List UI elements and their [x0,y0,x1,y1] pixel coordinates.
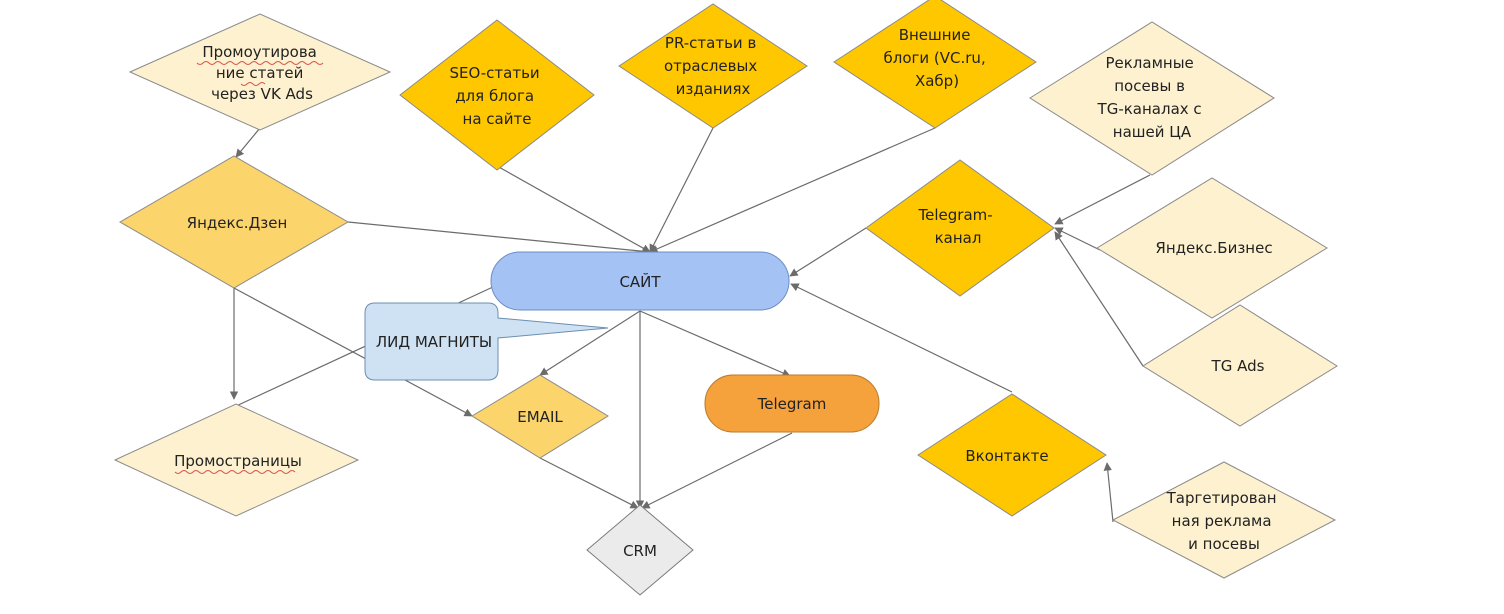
node-external-blogs: Внешние блоги (VC.ru, Хабр) [833,0,1037,129]
yandex-zen-label: Яндекс.Дзен [187,214,288,232]
node-yandex-zen: Яндекс.Дзен [119,155,349,289]
edge-yandex-zen-to-email [233,287,473,417]
diamond-shape [917,393,1107,517]
edge-pr-to-site [649,127,714,253]
edge-telegram-bot-to-crm [641,432,793,509]
node-seo-articles: SEO-статьи для блога на сайте [399,19,595,171]
targeted-ads-label: Таргетирован ная реклама и посевы [1166,489,1282,553]
crm-label: CRM [623,542,657,560]
edge-seo-to-site [496,165,651,253]
node-targeted-ads: Таргетирован ная реклама и посевы [1111,461,1337,579]
node-telegram-bot: Telegram [704,374,880,433]
edge-targeted-to-vkontakte [1103,462,1114,523]
diamond-shape [113,403,360,517]
edge-tg-channel-to-site [789,227,867,277]
node-pr-articles: PR-статьи в отраслевых изданиях [618,3,808,129]
diamond-shape [618,3,808,129]
diamond-shape [586,504,694,596]
site-label: САЙТ [619,272,661,291]
node-tg-seeding: Рекламные посевы в TG-каналах с нашей ЦА [1029,21,1275,176]
telegram-bot-pill [704,374,880,433]
pr-articles-label: PR-статьи в отраслевых изданиях [664,34,762,98]
edge-tg-ads-to-tg-channel [1054,231,1144,367]
diamond-shape [1096,177,1328,319]
tg-seeding-label: Рекламные посевы в TG-каналах с нашей ЦА [1097,54,1207,141]
edge-site-to-email [539,310,641,376]
edge-yandex-business-to-tg-channel [1054,227,1101,251]
diamond-shape [399,19,595,171]
spellcheck-underline [196,61,324,65]
node-telegram-channel: Telegram- канал [865,159,1055,297]
telegram-bot-label: Telegram [757,395,827,413]
edge-vk-promo-to-yandex-zen [235,127,261,158]
node-crm: CRM [586,504,694,596]
diamond-shape [471,374,609,459]
diamond-shape [1142,304,1338,427]
edge-vkontakte-to-site [790,283,1013,393]
diamond-shape [128,13,392,131]
telegram-channel-label: Telegram- канал [918,206,998,247]
diamond-shape [1029,21,1275,176]
external-blogs-label: Внешние блоги (VC.ru, Хабр) [884,26,991,90]
node-site: САЙТ [490,251,790,311]
diamond-shape [1111,461,1337,579]
vkontakte-label: Вконтакте [965,447,1048,465]
vk-ads-promo-label: Промоутирова ние статей через VK Ads [202,43,321,103]
node-vk-ads-promo: Промоутирова ние статей через VK Ads [128,13,392,131]
promo-pages-label: Промостраницы [174,452,302,470]
edge-yandex-zen-to-site [347,221,651,256]
diamond-shape [833,0,1037,129]
tg-ads-label: TG Ads [1211,357,1265,375]
spellcheck-underline [174,470,296,474]
yandex-business-label: Яндекс.Бизнес [1155,239,1272,257]
lead-magnets-label: ЛИД МАГНИТЫ [376,333,492,351]
diamond-shape [119,155,349,289]
edge-external-blogs-to-site [649,127,936,253]
node-tg-ads: TG Ads [1142,304,1338,427]
seo-articles-label: SEO-статьи для блога на сайте [450,64,545,128]
node-yandex-business: Яндекс.Бизнес [1096,177,1328,319]
node-lead-magnets: ЛИД МАГНИТЫ [364,302,609,381]
site-pill [490,251,790,311]
spellcheck-underline [240,82,266,86]
lead-magnets-callout [364,302,609,381]
node-vkontakte: Вконтакте [917,393,1107,517]
node-promo-pages: Промостраницы [113,403,360,517]
edge-email-to-crm [539,457,639,509]
email-label: EMAIL [517,408,563,426]
edge-tg-seeding-to-tg-channel [1054,174,1151,225]
edge-site-to-telegram-bot [639,310,791,377]
diamond-shape [865,159,1055,297]
node-email: EMAIL [471,374,609,459]
